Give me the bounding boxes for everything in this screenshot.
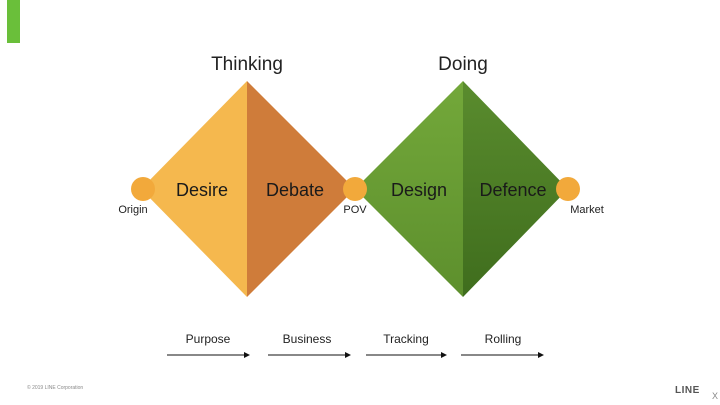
phase-title-thinking: Thinking: [211, 54, 283, 75]
stage-label-debate: Debate: [266, 180, 324, 200]
step-arrow-rolling: [461, 352, 544, 358]
step-label-tracking: Tracking: [383, 332, 429, 346]
stage-label-desire: Desire: [176, 180, 228, 200]
milestone-pov-dot: [343, 177, 367, 201]
step-arrow-tracking: [366, 352, 447, 358]
close-x-mark[interactable]: X: [712, 391, 719, 401]
phase-title-doing: Doing: [438, 54, 488, 75]
stage-desire-shape: [141, 81, 247, 297]
milestone-label-pov: POV: [343, 204, 367, 216]
milestone-label-market: Market: [570, 204, 604, 216]
stage-design-shape: [355, 81, 463, 297]
line-logo: LINE: [675, 385, 700, 396]
stage-label-design: Design: [391, 180, 447, 200]
milestone-origin-dot: [131, 177, 155, 201]
milestone-label-origin: Origin: [118, 204, 147, 216]
stage-defence-shape: [463, 81, 568, 297]
stage-label-defence: Defence: [479, 180, 546, 200]
step-label-business: Business: [283, 332, 332, 346]
step-label-purpose: Purpose: [186, 332, 231, 346]
step-label-rolling: Rolling: [485, 332, 522, 346]
milestone-market-dot: [556, 177, 580, 201]
accent-bar: [7, 0, 20, 43]
footer-copyright: © 2019 LINE Corporation: [27, 385, 84, 391]
step-arrow-purpose: [167, 352, 250, 358]
stage-debate-shape: [247, 81, 355, 297]
step-arrow-business: [268, 352, 351, 358]
